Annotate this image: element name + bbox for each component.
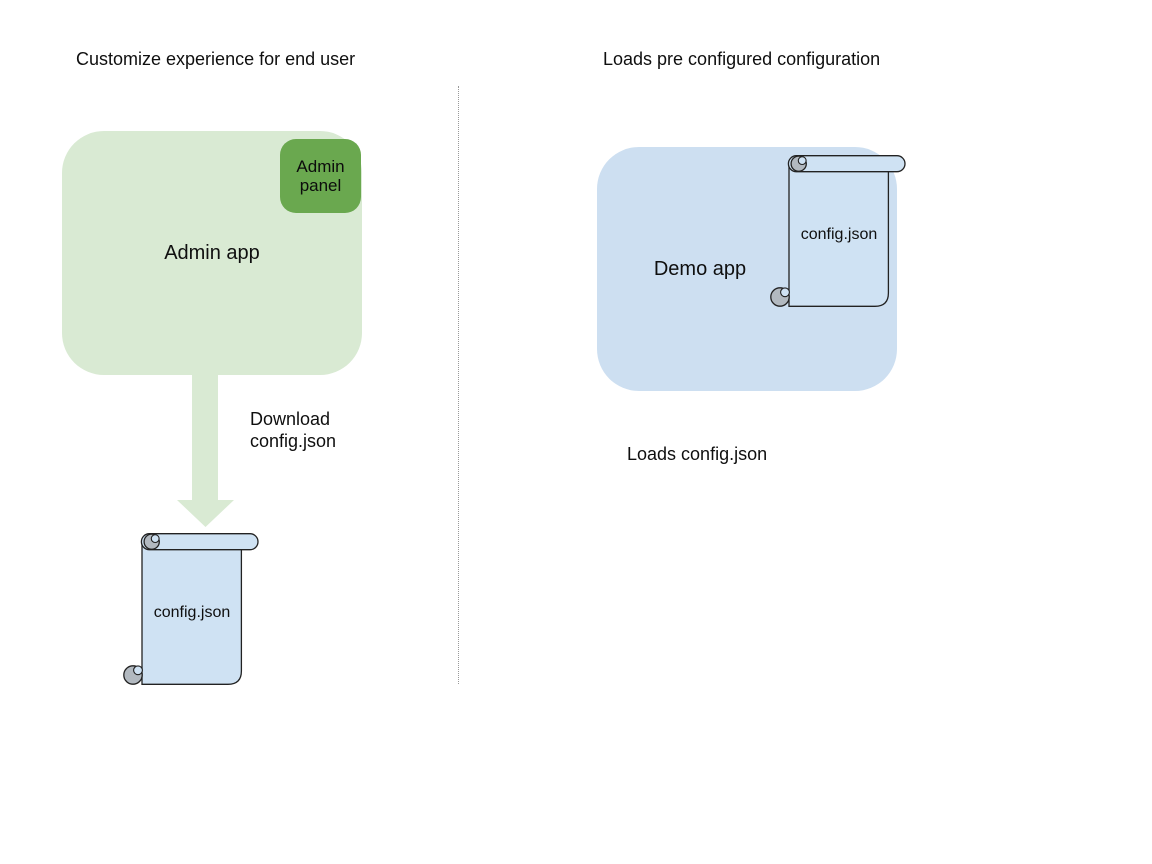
admin-panel-badge: Admin panel	[280, 139, 361, 213]
download-config-label: Download config.json	[250, 409, 337, 451]
demo-app-label: Demo app	[653, 258, 747, 280]
section-divider	[458, 86, 459, 684]
loads-config-caption: Loads config.json	[627, 444, 768, 464]
config-json-scroll-icon: config.json	[770, 155, 906, 308]
config-json-label: config.json	[800, 226, 878, 243]
config-json-label: config.json	[153, 604, 231, 621]
right-section-title: Loads pre configured configuration	[603, 49, 881, 69]
admin-app-box: Admin app Admin panel	[62, 131, 362, 375]
left-section-title: Customize experience for end user	[76, 49, 356, 69]
admin-app-label: Admin app	[164, 241, 260, 264]
admin-panel-label: Admin panel	[296, 157, 345, 195]
config-json-scroll-icon: config.json	[123, 533, 259, 686]
download-arrow-icon	[176, 374, 236, 528]
